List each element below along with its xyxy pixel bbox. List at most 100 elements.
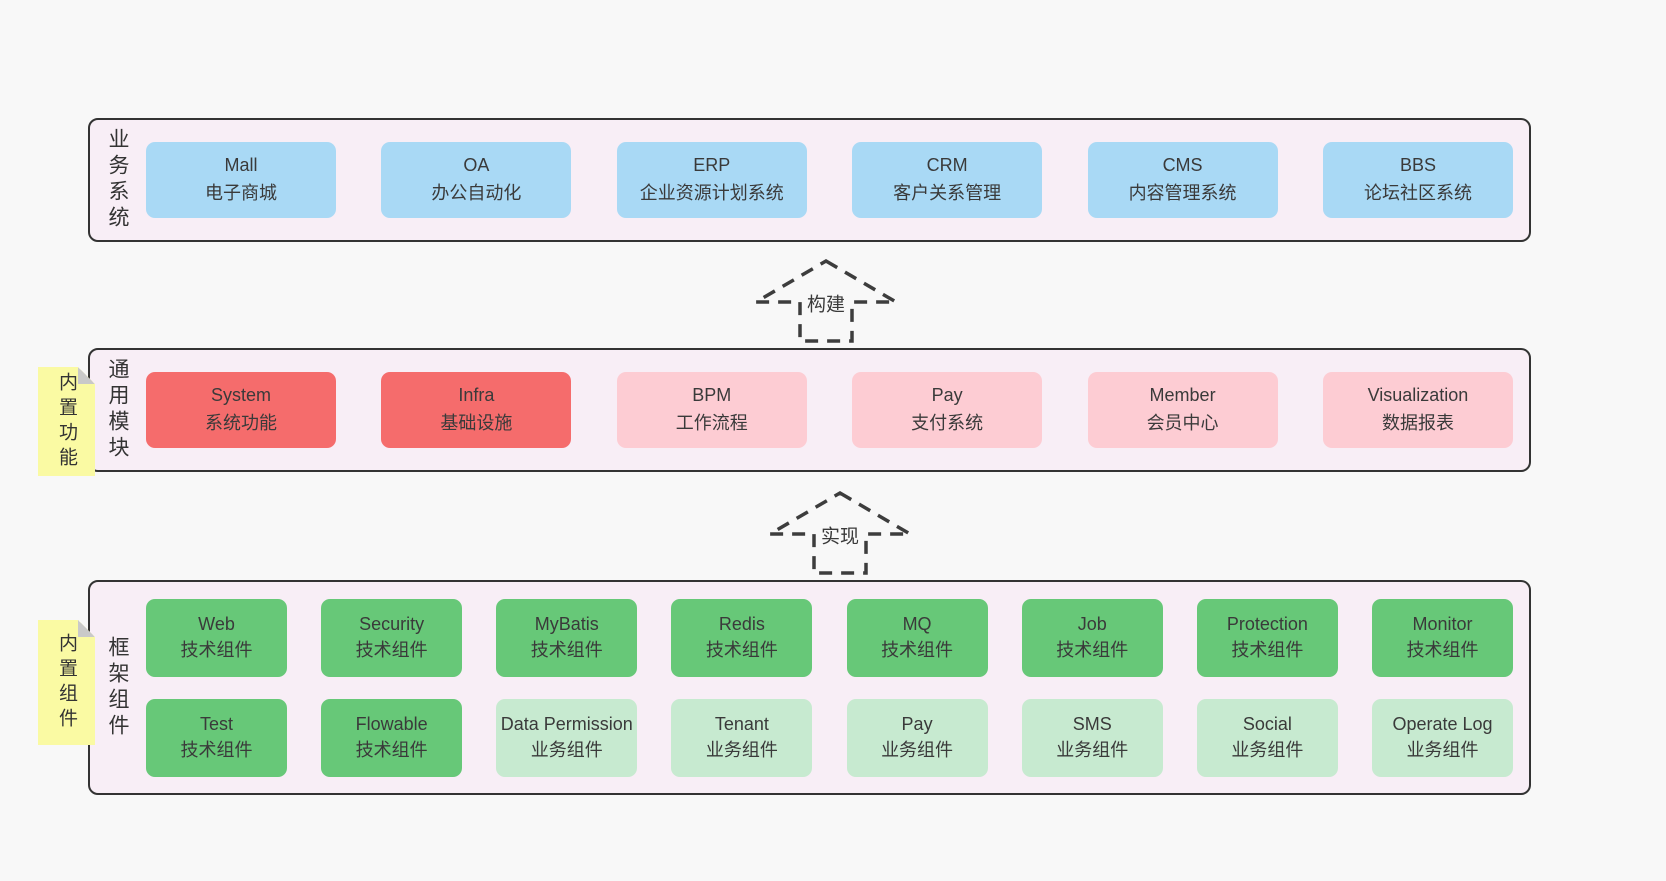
box-subtitle: 技术组件 [180, 639, 253, 660]
box-title: Pay [931, 385, 963, 406]
band-common-modules: 通用模块 System 系统功能 Infra 基础设施 BPM 工作流程 Pay… [88, 348, 1531, 472]
box-title: CMS [1162, 155, 1203, 176]
band-label-business-systems: 业务系统 [106, 128, 129, 232]
box-subtitle: 业务组件 [1406, 739, 1479, 760]
box-title: Security [359, 613, 425, 634]
dashed-up-arrow-icon [765, 490, 915, 575]
sticky-note-built-in-functions: 内置功能 [38, 367, 95, 476]
box-protection: Protection 技术组件 [1196, 598, 1338, 677]
box-web: Web 技术组件 [146, 598, 287, 677]
box-title: MyBatis [534, 613, 599, 634]
box-title: Web [198, 613, 235, 634]
box-cms: CMS 内容管理系统 [1087, 142, 1278, 218]
box-subtitle: 支付系统 [911, 413, 984, 433]
box-subtitle: 系统功能 [205, 413, 277, 433]
box-title: System [210, 385, 271, 406]
box-test: Test 技术组件 [146, 698, 287, 777]
box-title: Job [1077, 613, 1107, 634]
box-subtitle: 办公自动化 [431, 183, 522, 203]
box-erp: ERP 企业资源计划系统 [616, 142, 807, 218]
box-title: BPM [692, 385, 732, 406]
box-title: Infra [458, 385, 495, 406]
sticky-note-built-in-components: 内置组件 [38, 620, 95, 745]
box-system: System 系统功能 [146, 372, 336, 448]
arrow-build: 构建 [751, 256, 901, 344]
box-flowable: Flowable 技术组件 [321, 698, 463, 777]
box-member: Member 会员中心 [1087, 372, 1278, 448]
box-subtitle: 客户关系管理 [893, 183, 1002, 203]
box-subtitle: 数据报表 [1381, 413, 1454, 433]
box-title: OA [463, 155, 490, 176]
box-subtitle: 内容管理系统 [1128, 183, 1237, 203]
box-monitor: Monitor 技术组件 [1371, 598, 1513, 677]
sticky-note-label: 内置组件 [56, 632, 77, 733]
box-subtitle: 技术组件 [355, 639, 428, 660]
box-infra: Infra 基础设施 [381, 372, 572, 448]
box-crm: CRM 客户关系管理 [852, 142, 1043, 218]
box-subtitle: 技术组件 [1056, 639, 1129, 660]
box-subtitle: 工作流程 [675, 413, 748, 433]
sticky-note-label: 内置功能 [56, 371, 77, 472]
box-subtitle: 技术组件 [180, 739, 253, 760]
box-subtitle: 电子商城 [205, 183, 277, 203]
box-subtitle: 业务组件 [881, 739, 954, 760]
box-title: CRM [926, 155, 968, 176]
box-security: Security 技术组件 [321, 598, 463, 677]
box-title: Social [1242, 713, 1292, 734]
box-title: Mall [224, 155, 258, 176]
arrow-build-label: 构建 [803, 289, 849, 317]
box-mq: MQ 技术组件 [846, 598, 988, 677]
box-title: BBS [1399, 155, 1436, 176]
box-subtitle: 技术组件 [705, 639, 778, 660]
box-subtitle: 会员中心 [1146, 413, 1219, 433]
box-subtitle: 业务组件 [1231, 739, 1304, 760]
box-subtitle: 企业资源计划系统 [639, 183, 784, 203]
box-title: ERP [693, 155, 731, 176]
box-subtitle: 技术组件 [1406, 639, 1479, 660]
box-subtitle: 业务组件 [1056, 739, 1129, 760]
box-title: Flowable [355, 713, 428, 734]
arrow-implement: 实现 [765, 488, 915, 576]
dashed-up-arrow-icon [751, 258, 901, 343]
box-title: Protection [1226, 613, 1308, 634]
box-subtitle: 业务组件 [705, 739, 778, 760]
box-title: Redis [718, 613, 765, 634]
box-subtitle: 技术组件 [881, 639, 954, 660]
box-sms: SMS 业务组件 [1021, 698, 1163, 777]
band-business-systems: 业务系统 Mall 电子商城 OA 办公自动化 ERP 企业资源计划系统 CRM… [88, 118, 1531, 242]
box-subtitle: 技术组件 [355, 739, 428, 760]
band-label-framework-components: 框架组件 [106, 635, 129, 740]
band-framework-components: 框架组件 Web 技术组件 Security 技术组件 MyBatis 技术组件… [88, 580, 1531, 795]
box-pay-component: Pay 业务组件 [846, 698, 988, 777]
box-subtitle: 技术组件 [1231, 639, 1304, 660]
box-operate-log: Operate Log 业务组件 [1371, 698, 1513, 777]
box-bpm: BPM 工作流程 [616, 372, 807, 448]
box-pay-module: Pay 支付系统 [852, 372, 1043, 448]
box-subtitle: 技术组件 [530, 639, 603, 660]
box-job: Job 技术组件 [1021, 598, 1163, 677]
box-title: Visualization [1367, 385, 1469, 406]
band-business-content: Mall 电子商城 OA 办公自动化 ERP 企业资源计划系统 CRM 客户关系… [138, 142, 1529, 218]
box-title: Operate Log [1392, 713, 1493, 734]
components-row-1: Web 技术组件 Security 技术组件 MyBatis 技术组件 Redi… [146, 598, 1513, 677]
box-data-permission: Data Permission 业务组件 [496, 698, 638, 777]
box-oa: OA 办公自动化 [381, 142, 572, 218]
band-modules-content: System 系统功能 Infra 基础设施 BPM 工作流程 Pay 支付系统… [138, 372, 1529, 448]
box-title: SMS [1072, 713, 1112, 734]
box-title: Member [1149, 385, 1216, 406]
box-tenant: Tenant 业务组件 [671, 698, 813, 777]
box-mall: Mall 电子商城 [146, 142, 336, 218]
band-components-content: Web 技术组件 Security 技术组件 MyBatis 技术组件 Redi… [138, 598, 1529, 777]
box-social: Social 业务组件 [1196, 698, 1338, 777]
box-subtitle: 论坛社区系统 [1363, 183, 1472, 203]
box-title: MQ [902, 613, 932, 634]
band-label-common-modules: 通用模块 [106, 358, 129, 462]
box-subtitle: 业务组件 [530, 739, 603, 760]
box-title: Monitor [1412, 613, 1473, 634]
box-subtitle: 基础设施 [440, 413, 513, 433]
box-mybatis: MyBatis 技术组件 [496, 598, 638, 677]
box-title: Data Permission [500, 713, 633, 734]
box-bbs: BBS 论坛社区系统 [1322, 142, 1513, 218]
box-visualization: Visualization 数据报表 [1322, 372, 1513, 448]
